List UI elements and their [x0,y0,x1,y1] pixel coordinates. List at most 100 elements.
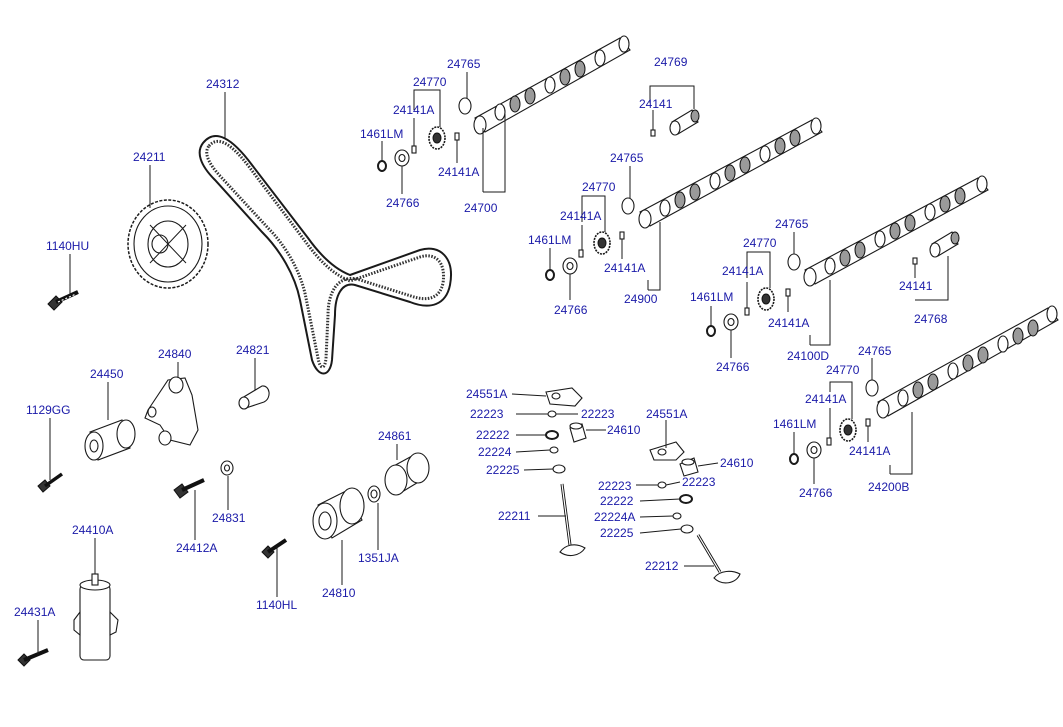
label-24141a-a2: 24141A [438,165,479,179]
camshaft-24100d [803,175,989,287]
seal-24765-a [458,97,472,115]
seal-22225-a [552,464,566,474]
label-24765-b: 24765 [610,151,644,165]
keeper-22223-a [547,410,557,418]
washer-24766-b [562,257,578,275]
pin-24141a-b2 [619,231,625,240]
timing-belt [198,135,452,375]
lifter-24610-a [569,422,587,443]
label-24312: 24312 [206,77,240,91]
pin-24141a-d [826,437,832,446]
label-24861: 24861 [378,429,412,443]
label-24100d: 24100D [787,349,829,363]
pin-24141a-b [578,249,584,258]
part-labels: 24312 24211 1140HU 24840 24821 24450 112… [14,55,948,619]
gear-24770-c [757,287,775,311]
label-24141-a: 24141 [639,97,673,111]
label-24766-a: 24766 [386,196,420,210]
label-24141a-b2: 24141A [604,261,645,275]
label-1461lm-a: 1461LM [360,127,403,141]
label-24765-c: 24765 [775,217,809,231]
label-24141a-a1: 24141A [393,103,434,117]
oring-1461lm-c [706,325,716,337]
gear-24770-a [428,126,446,150]
oring-1461lm-a [377,160,387,172]
bolt-1129gg [37,472,64,493]
washer-24766-c [723,313,739,331]
label-24551a-a: 24551A [466,387,507,401]
label-22225-b: 22225 [600,526,634,540]
retainer-22222-b [679,494,693,504]
label-24766-d: 24766 [799,486,833,500]
pulley-24810 [312,487,365,540]
washer-24766-d [806,441,822,459]
gear-24770-b [593,231,611,255]
label-24141a-c1: 24141A [722,264,763,278]
label-24410a: 24410A [72,523,113,537]
label-24141a-d2: 24141A [849,444,890,458]
pin-24141a-c [744,307,750,316]
retainer-22222-a [545,430,559,440]
pin-24141a-a2 [454,132,460,141]
label-24610-b: 24610 [720,456,754,470]
bolt-24412a [173,478,205,499]
label-22212: 22212 [645,559,679,573]
camshaft-24200b [876,305,1059,419]
label-24810: 24810 [322,586,356,600]
label-24412a: 24412A [176,541,217,555]
lifter-24610-b [679,457,699,477]
label-22211: 22211 [498,509,531,523]
label-24770-c: 24770 [743,236,777,250]
idler-pulley-24450 [84,419,136,461]
camshaft-sprocket [127,199,209,289]
spring-seat-22224-a [549,446,559,454]
leader-lines [37,72,949,655]
label-24141a-c2: 24141A [768,316,809,330]
gear-24770-d [839,418,857,442]
label-22225-a: 22225 [486,463,520,477]
label-1351ja: 1351JA [358,551,399,565]
camshaft-24900 [638,117,823,229]
label-24431a: 24431A [14,605,55,619]
label-24831: 24831 [212,511,246,525]
bolt-24431a [17,648,49,667]
seal-22225-b [680,524,694,534]
label-24141a-d1: 24141A [805,392,846,406]
label-22222-b: 22222 [600,494,634,508]
bolt-1140hu [47,290,79,311]
pin-24141a-d2 [865,418,871,427]
exhaust-valve-22212 [696,534,741,584]
label-24768: 24768 [914,312,948,326]
pin-24141a-a [411,145,417,154]
label-1461lm-d: 1461LM [773,417,816,431]
label-24900: 24900 [624,292,658,306]
tensioner-bracket [144,376,199,446]
label-22223-b2: 22223 [682,475,716,489]
label-24766-c: 24766 [716,360,750,374]
label-24700: 24700 [464,201,498,215]
seal-24765-c [787,253,801,271]
label-24211: 24211 [133,150,166,164]
washer-24831 [220,460,234,476]
oring-1461lm-b [545,269,555,281]
pin-24141a-c2 [785,288,791,297]
label-24450: 24450 [90,367,124,381]
cam-sensor-24769 [650,109,700,137]
label-24770-a: 24770 [413,75,447,89]
seal-24765-d [865,379,879,397]
label-22223-b1: 22223 [598,479,632,493]
label-22224a: 22224A [594,510,635,524]
label-24141-b: 24141 [899,279,933,293]
pin-24821 [238,385,270,410]
label-1461lm-b: 1461LM [528,233,571,247]
label-22223-a1: 22223 [470,407,504,421]
label-24770-d: 24770 [826,363,860,377]
seal-24765-b [621,197,635,215]
label-1140hu: 1140HU [46,239,89,253]
label-1140hl: 1140HL [256,598,297,612]
washer-24766-a [394,149,410,167]
label-22222-a: 22222 [476,428,510,442]
intake-valve-22211 [559,483,586,557]
keeper-22223-b [657,481,667,489]
